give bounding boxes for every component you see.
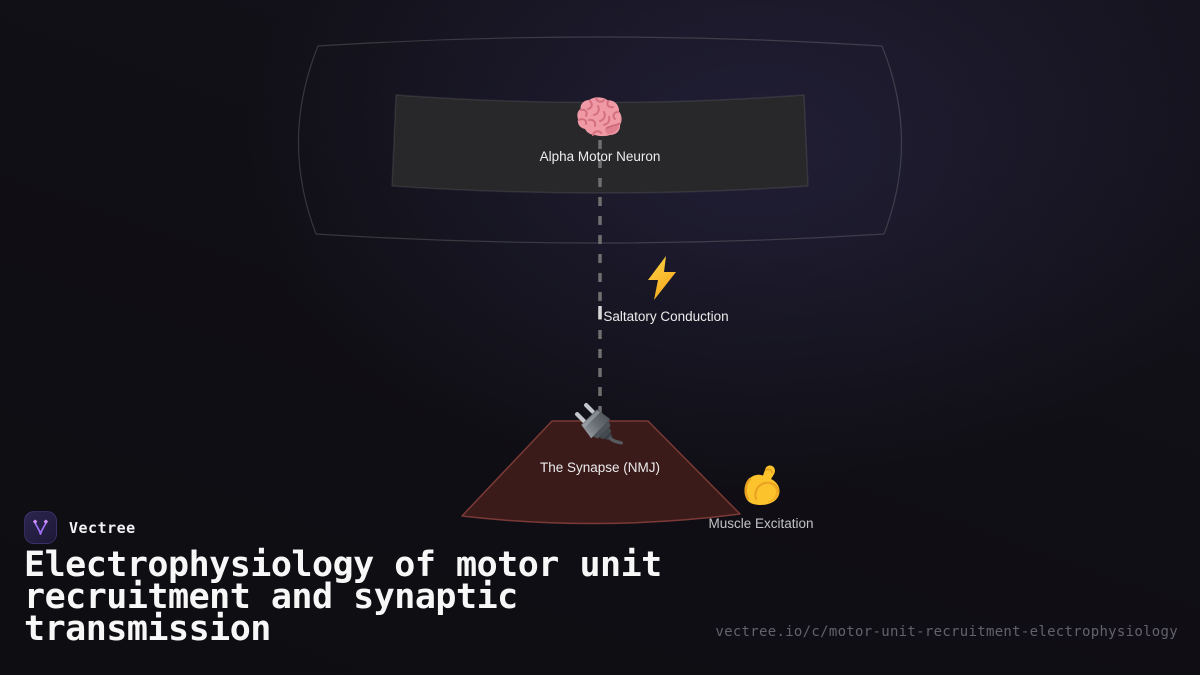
vectree-branch-icon <box>33 519 48 535</box>
label-synapse-nmj: The Synapse (NMJ) <box>539 460 661 475</box>
outer-capsule-outline <box>297 36 903 244</box>
page-title: Electrophysiology of motor unit recruitm… <box>24 545 662 649</box>
biceps-icon <box>744 465 780 505</box>
vectree-logo <box>24 511 57 544</box>
label-saltatory-conduction: Saltatory Conduction <box>603 309 729 324</box>
brand-row: Vectree <box>24 511 136 544</box>
synapse-trapezoid <box>461 420 741 525</box>
label-muscle-excitation: Muscle Excitation <box>708 516 814 531</box>
lightning-icon <box>648 256 676 300</box>
page-url: vectree.io/c/motor-unit-recruitment-elec… <box>715 624 1178 640</box>
label-alpha-motor-neuron: Alpha Motor Neuron <box>539 149 661 164</box>
brand-name: Vectree <box>69 518 136 537</box>
brain-icon <box>577 97 622 137</box>
plug-icon <box>575 403 623 445</box>
